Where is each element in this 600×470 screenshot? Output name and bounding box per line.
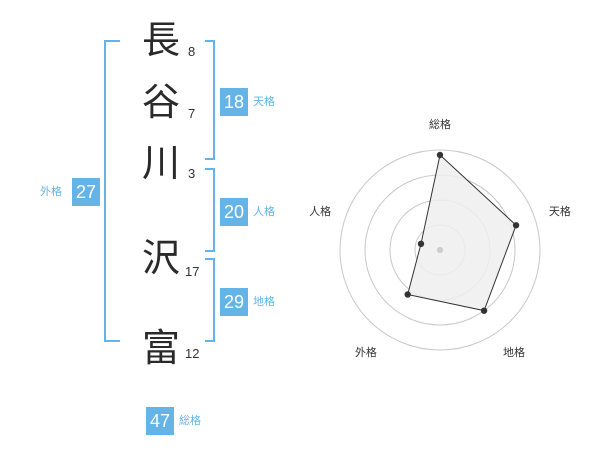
stroke-count-4: 17 [185, 264, 200, 279]
gaikaku-label: 外格 [40, 185, 62, 198]
chikaku-label: 地格 [253, 295, 275, 308]
tenkaku-bracket [205, 40, 215, 160]
radar-center-dot [437, 247, 443, 253]
tenkaku-value: 18 [220, 88, 248, 116]
radar-axis-label-2: 天格 [549, 204, 571, 218]
name-char-1: 長 [141, 18, 180, 62]
radar-axis-label-5: 人格 [309, 204, 331, 218]
stroke-count-5: 12 [185, 346, 200, 361]
tenkaku-label: 天格 [253, 95, 275, 108]
radar-axis-label-3: 地格 [503, 345, 525, 359]
stroke-count-3: 3 [188, 166, 196, 181]
gaikaku-value: 27 [72, 178, 100, 206]
radar-point-3 [480, 307, 488, 314]
radar-point-4 [404, 291, 411, 298]
stroke-count-2: 7 [188, 106, 196, 121]
radar-point-2 [512, 222, 520, 229]
radar-polygon [407, 154, 517, 312]
jinkaku-bracket [205, 168, 215, 252]
radar-axis-label-4: 外格 [355, 345, 377, 359]
radar-point-5 [417, 240, 425, 248]
chikaku-bracket [205, 258, 215, 342]
radar-point-1 [436, 151, 444, 159]
chikaku-value: 29 [220, 288, 248, 316]
stroke-count-1: 8 [188, 44, 196, 59]
jinkaku-label: 人格 [253, 205, 275, 218]
radar-ring-4 [339, 149, 541, 351]
name-char-2: 谷 [141, 80, 180, 124]
soukaku-value: 47 [146, 407, 174, 435]
gaikaku-bracket [104, 40, 120, 342]
soukaku-label: 総格 [179, 414, 201, 427]
name-char-4: 沢 [141, 236, 180, 280]
jinkaku-value: 20 [220, 198, 248, 226]
name-char-3: 川 [141, 141, 180, 185]
radar-axis-label-1: 総格 [429, 117, 451, 131]
name-char-5: 富 [141, 326, 180, 370]
